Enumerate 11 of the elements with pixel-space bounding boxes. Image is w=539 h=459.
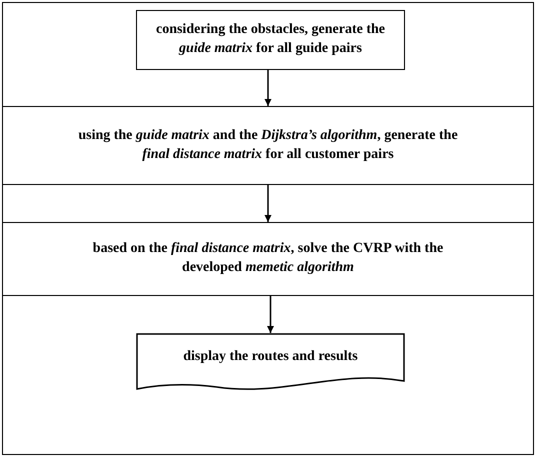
arrow	[264, 185, 272, 222]
document-shape	[136, 333, 405, 393]
step-text: considering the obstacles, generate the guide matrix for all guide pairs	[154, 21, 386, 58]
arrow	[264, 70, 272, 106]
step-text: display the routes and results	[183, 348, 358, 366]
process-box	[2, 106, 534, 185]
step-text: based on the final distance matrix, solve the CVRP with the developed memetic algorithm	[92, 240, 444, 277]
arrow	[267, 296, 274, 333]
step-text: using the guide matrix and the Dijkstra’s algorithm, generate the final distance matrix for all customer pairs	[77, 126, 459, 164]
process-box	[2, 222, 534, 296]
process-box	[136, 10, 405, 70]
